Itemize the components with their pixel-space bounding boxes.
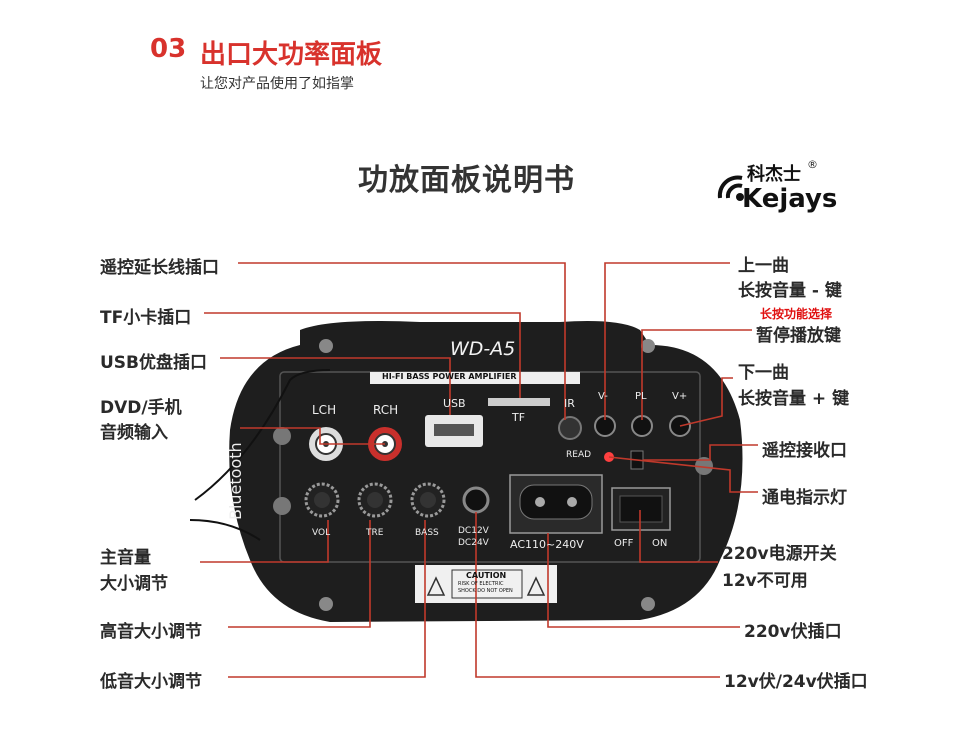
brand-logo: 科杰士 ® Kejays	[712, 158, 852, 220]
vplus-label: V+	[672, 391, 688, 402]
label-ir-rx: 遥控接收口	[762, 441, 847, 461]
registered-mark: ®	[807, 158, 818, 171]
section-title: 出口大功率面板	[200, 40, 383, 70]
panel-model: WD-A5	[450, 338, 516, 360]
label-vol-line2: 大小调节	[100, 574, 168, 594]
ac-label: AC110~240V	[510, 538, 584, 551]
caution-sub1: RISK OF ELECTRIC	[458, 581, 504, 587]
bass-knob	[410, 482, 446, 518]
label-bass: 低音大小调节	[100, 672, 202, 692]
brand-waves-icon	[717, 175, 744, 201]
label-dvd-line1: DVD/手机	[100, 398, 182, 418]
pl-label: PL	[635, 391, 647, 402]
on-label: ON	[652, 538, 668, 549]
label-pl-note: 长按功能选择	[760, 307, 833, 321]
label-dc-socket: 12v伏/24v伏插口	[724, 672, 868, 692]
caution-sub2: SHOCK DO NOT OPEN	[458, 588, 513, 594]
dc-jack	[462, 486, 490, 514]
label-dvd-line2: 音频输入	[100, 423, 168, 443]
label-remote-ext: 遥控延长线插口	[100, 258, 219, 278]
label-treble: 高音大小调节	[100, 622, 202, 642]
tre-label: TRE	[366, 528, 384, 538]
off-label: OFF	[614, 538, 634, 549]
treble-knob	[357, 482, 393, 518]
ir-label: IR	[564, 397, 575, 410]
label-vol-line1: 主音量	[100, 548, 151, 568]
dc12-label: DC12V	[458, 526, 489, 536]
label-switch-line1: 220v电源开关	[722, 544, 837, 564]
label-next-line2: 长按音量 + 键	[738, 389, 850, 409]
label-prev-line1: 上一曲	[738, 256, 789, 276]
panel-subtitle: HI-FI BASS POWER AMPLIFIER	[382, 372, 517, 381]
brand-name-cn: 科杰士	[747, 164, 801, 185]
label-tf-slot: TF小卡插口	[100, 308, 192, 328]
section-number: 03	[150, 34, 187, 64]
vol-knob	[304, 482, 340, 518]
screw-icon	[641, 597, 655, 611]
tf-slot	[488, 398, 550, 406]
label-ac-socket: 220v伏插口	[744, 622, 842, 642]
tf-label: TF	[512, 411, 526, 424]
rch-label: RCH	[373, 403, 399, 417]
screw-icon	[319, 339, 333, 353]
screw-icon	[273, 497, 291, 515]
vol-label: VOL	[312, 528, 331, 538]
panel-plate	[229, 321, 743, 622]
bluetooth-text: Bluetooth	[226, 442, 245, 520]
bass-label: BASS	[415, 528, 439, 538]
vminus-label: V-	[598, 391, 608, 402]
label-prev-line2: 长按音量 - 键	[738, 281, 842, 301]
label-switch-line2: 12v不可用	[722, 571, 808, 591]
usb-label: USB	[443, 397, 466, 410]
screw-icon	[273, 427, 291, 445]
label-power-led: 通电指示灯	[762, 488, 847, 508]
section-subtitle: 让您对产品使用了如指掌	[200, 76, 354, 92]
screw-icon	[319, 597, 333, 611]
ir-jack	[558, 416, 582, 440]
caution-text: CAUTION	[466, 571, 507, 580]
screw-icon	[695, 457, 713, 475]
brand-name-en: Kejays	[742, 184, 838, 214]
read-label: READ	[566, 450, 592, 460]
lch-label: LCH	[312, 403, 337, 417]
screw-icon	[641, 339, 655, 353]
label-usb-slot: USB优盘插口	[100, 353, 208, 373]
label-next-line1: 下一曲	[738, 363, 789, 383]
dc24-label: DC24V	[458, 538, 489, 548]
page-title: 功放面板说明书	[358, 163, 575, 198]
label-pl: 暂停播放键	[756, 326, 841, 346]
